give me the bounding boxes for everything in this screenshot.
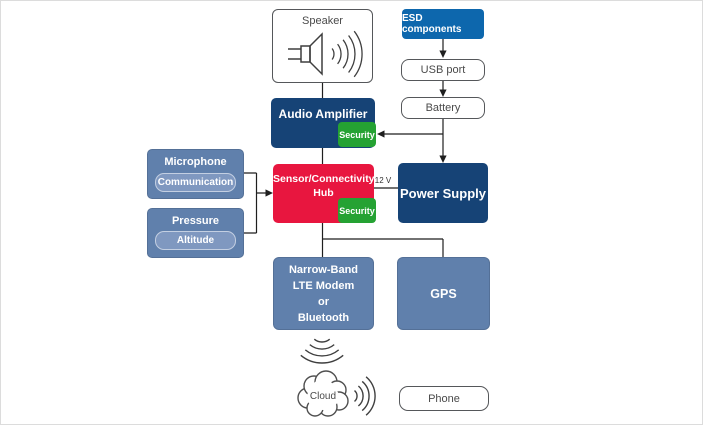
speaker-icon-waves <box>331 30 363 78</box>
usb-port-node: USB port <box>401 59 485 81</box>
pressure-node: Pressure Altitude <box>147 208 244 258</box>
voltage-label: 12 V <box>374 176 392 185</box>
security-badge-audio: Security <box>338 122 376 147</box>
gps-label: GPS <box>430 286 457 301</box>
speaker-icon-cone <box>309 32 323 76</box>
esd-components-label: ESD components <box>402 13 462 35</box>
phone-label: Phone <box>428 392 460 405</box>
modem-label-line1: Narrow-Band <box>288 263 359 276</box>
modem-label-line3: or <box>318 295 329 308</box>
speaker-icon-pins <box>288 48 301 60</box>
speaker-label: Speaker <box>302 15 343 27</box>
esd-components-node: ESD components <box>402 9 484 39</box>
altitude-subnode: Altitude <box>155 231 236 250</box>
hub-label-line1: Sensor/Connectivity <box>273 173 375 185</box>
microphone-node: Microphone Communication <box>147 149 244 199</box>
altitude-label: Altitude <box>176 235 215 246</box>
battery-label: Battery <box>425 102 461 114</box>
battery-node: Battery <box>401 97 485 119</box>
audio-amplifier-label: Audio Amplifier <box>278 107 368 121</box>
power-supply-label: Power Supply <box>400 185 486 201</box>
phone-node: Phone <box>399 386 489 411</box>
security-hub-label: Security <box>339 205 375 216</box>
security-badge-hub: Security <box>338 198 376 223</box>
usb-port-label: USB port <box>420 64 466 76</box>
microphone-label: Microphone <box>164 156 227 168</box>
modem-label-line2: LTE Modem <box>292 279 355 292</box>
modem-label-line4: Bluetooth <box>297 311 350 324</box>
speaker-icon <box>288 30 363 78</box>
modem-node: Narrow-Band LTE Modem or Bluetooth <box>273 257 374 330</box>
power-supply-node: Power Supply <box>398 163 488 223</box>
cloud-label: Cloud <box>309 391 337 402</box>
communication-label: Communication <box>157 177 234 188</box>
gps-node: GPS <box>397 257 490 330</box>
communication-subnode: Communication <box>155 173 236 192</box>
speaker-icon-driver <box>300 45 311 63</box>
pressure-label: Pressure <box>171 215 220 227</box>
speaker-node: Speaker <box>272 9 373 83</box>
security-audio-label: Security <box>339 129 375 140</box>
